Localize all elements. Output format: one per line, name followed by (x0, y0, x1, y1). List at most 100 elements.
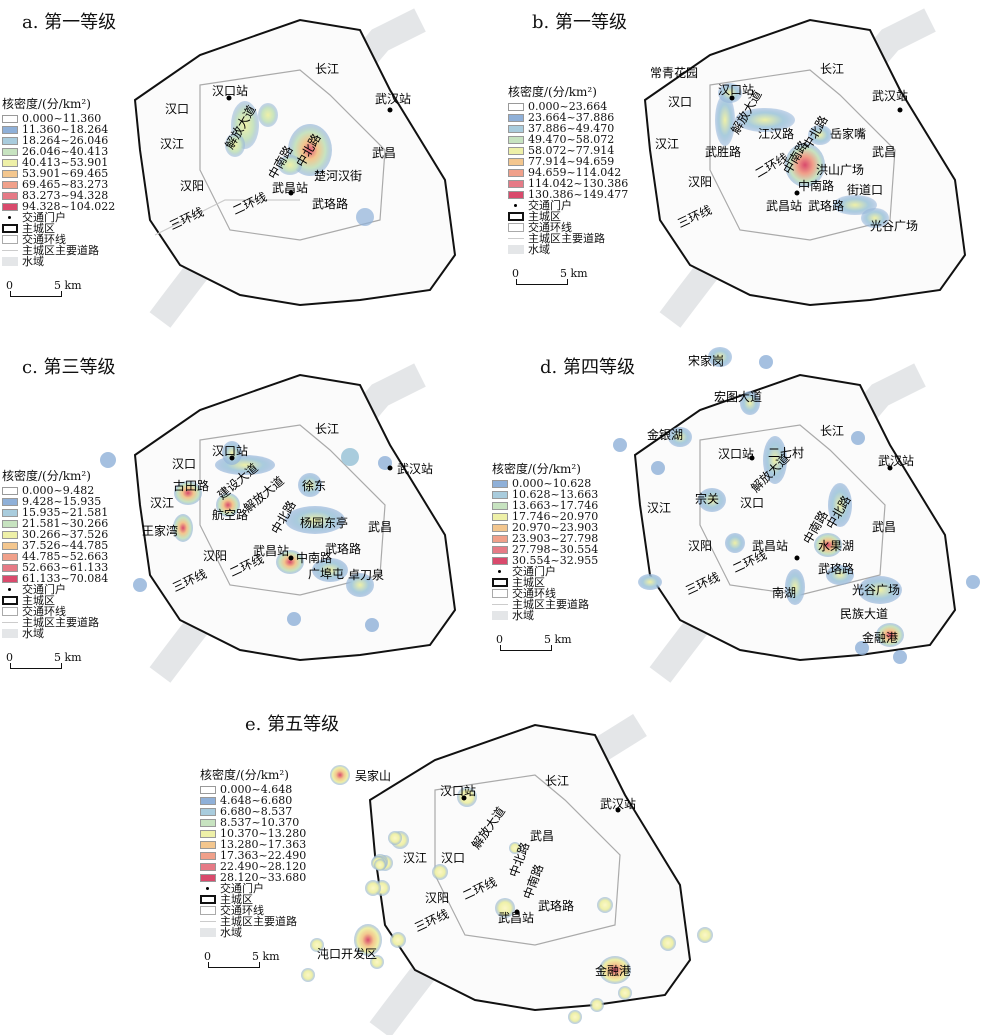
map-label: 汉江 (647, 501, 671, 515)
map-label: 汉阳 (425, 891, 449, 905)
map-label: 武昌站 (752, 539, 788, 553)
road-icon (2, 246, 18, 255)
map-label: 广埠屯 (308, 567, 344, 581)
legend-class: 61.133~70.084 (22, 572, 109, 585)
legend-class: 22.490~28.120 (220, 860, 307, 873)
urban-boundary (368, 723, 692, 1012)
scale-label: 0 (6, 651, 13, 664)
scale-line (516, 279, 568, 285)
ring-road (199, 69, 386, 241)
legend-swatch (200, 829, 216, 838)
density-hotspot (660, 935, 676, 951)
legend-swatch (508, 124, 524, 133)
urban-boundary (633, 373, 957, 662)
density-map: 汉口站 长江 武汉站 汉口 解放大道 汉江 中南路 中北路 武昌 楚河汉街 汉阳… (133, 8, 457, 328)
map-label: 中南路 (798, 178, 834, 193)
road-icon (508, 234, 524, 243)
map-label: 常青花园 (650, 65, 698, 80)
density-hotspot (276, 550, 304, 574)
panel-e: e. 第五等级 吴 (195, 700, 755, 1035)
legend-class: 21.581~30.266 (22, 517, 109, 530)
ring-road-icon (492, 589, 508, 598)
map-label: 武昌 (530, 829, 554, 843)
legend-swatch (508, 190, 524, 199)
legend-item: 主城区主要道路 (528, 232, 605, 245)
map-label: 金融港 (595, 963, 631, 978)
legend-class: 114.042~130.386 (528, 177, 629, 190)
density-hotspot (828, 483, 852, 527)
map-label: 街道口 (847, 183, 883, 197)
legend-title: 核密度/(分/km²) (200, 768, 289, 782)
legend-swatch (200, 862, 216, 871)
transport-gate (461, 795, 467, 801)
legend-class: 9.428~15.935 (22, 495, 102, 508)
legend-class: 0.000~9.482 (22, 484, 95, 497)
legend: 核密度/(分/km²) 0.000~4.648 4.648~6.680 6.68… (200, 769, 306, 972)
map-label: 武汉站 (600, 797, 636, 811)
road-icon (2, 618, 18, 627)
legend-swatch (492, 490, 508, 499)
map-label: 汉阳 (180, 179, 204, 193)
legend-item: 主城区 (512, 576, 545, 589)
legend-swatch (508, 157, 524, 166)
road-icon (492, 600, 508, 609)
legend-class: 30.266~37.526 (22, 528, 109, 541)
density-map: 吴家山 长江 汉口站 武汉站 解放大道 武昌 汉江 汉口 中北路 中南路 汉阳 … (301, 713, 713, 1035)
map-label: 武昌站 (272, 181, 308, 195)
map-label: 汉口站 (440, 784, 476, 798)
density-hotspot (715, 94, 735, 146)
legend-swatch (492, 512, 508, 521)
map-label: 徐东 (302, 478, 326, 493)
legend-swatch (2, 563, 18, 572)
density-hotspot (346, 573, 374, 597)
map-label: 武珞路 (325, 541, 361, 556)
map-label: 长江 (820, 424, 844, 438)
map-label: 武昌站 (253, 544, 289, 558)
legend-swatch (508, 113, 524, 122)
legend-class: 23.664~37.886 (528, 111, 615, 124)
density-hotspot (365, 618, 379, 632)
legend-swatch (492, 545, 508, 554)
map-label: 汉江 (655, 137, 679, 151)
map-label: 沌口开发区 (317, 946, 377, 961)
ring-road-icon (2, 607, 18, 616)
density-hotspot (312, 558, 348, 582)
density-hotspot (597, 897, 613, 913)
density-hotspot (785, 143, 825, 187)
legend-swatch (2, 147, 18, 156)
transport-gate (226, 95, 232, 101)
scale-line (208, 962, 260, 968)
scale-label: 5 km (54, 279, 82, 292)
map-label: 武昌 (372, 146, 396, 160)
map-label: 武珞路 (818, 561, 854, 576)
density-hotspot (698, 488, 726, 512)
density-hotspot (365, 880, 381, 896)
map-label: 宋家岗 (688, 353, 724, 368)
legend-item: 水域 (22, 627, 44, 640)
map-label: 汉口 (172, 457, 196, 471)
legend-item: 交通门户 (220, 882, 264, 895)
panel-c: c. 第三等级 汉口站 长江 汉口 建设大道 解放大道 武汉站 古田路 (0, 345, 490, 695)
legend-swatch (2, 202, 18, 211)
density-hotspot (808, 125, 832, 145)
density-hotspot (100, 452, 116, 468)
scale-label: 0 (512, 267, 519, 280)
map-label: 长江 (820, 62, 844, 76)
legend-class: 58.072~77.914 (528, 144, 615, 157)
transport-gate (897, 107, 903, 113)
legend-class: 77.914~94.659 (528, 155, 615, 168)
legend-swatch (2, 552, 18, 561)
legend-item: 交通环线 (528, 221, 572, 234)
map-label: 汉口站 (212, 444, 248, 458)
density-hotspot (216, 493, 240, 517)
legend-swatch (2, 541, 18, 550)
panel-a: a. 第一等级 汉口站 长江 武汉站 汉口 解放大道 汉江 中南路 中北路 武昌… (0, 0, 490, 340)
scale-bar: 0 5 km (200, 950, 306, 972)
density-map: 汉口站 长江 汉口 建设大道 解放大道 武汉站 古田路 徐东 汉江 航空路 中北… (100, 363, 457, 683)
water-icon (2, 257, 18, 266)
legend-item: 主城区 (22, 594, 55, 607)
map-label: 汉口站 (718, 447, 754, 461)
legend-class: 44.785~52.663 (22, 550, 109, 563)
legend-swatch (508, 146, 524, 155)
density-hotspot (222, 441, 242, 465)
